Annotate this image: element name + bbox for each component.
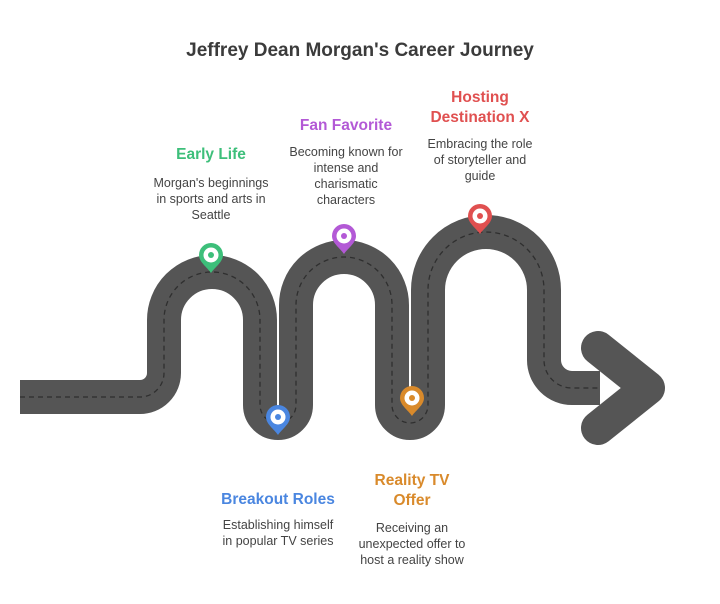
fan-favorite-marker [332,224,356,254]
milestone-description-early-life: Morgan's beginnings in sports and arts i… [153,176,269,222]
breakout-roles-marker [266,405,290,435]
road-arrow-head [581,331,665,445]
milestone-description-fan-favorite: Becoming known for intense and charismat… [289,145,403,207]
reality-tv-offer-marker [400,386,424,416]
road-path [20,215,600,440]
page-title: Jeffrey Dean Morgan's Career Journey [186,40,534,61]
milestone-description-breakout-roles: Establishing himself in popular TV serie… [222,518,334,548]
early-life-marker [199,243,223,273]
hosting-destination-x-marker [468,204,492,234]
road-lane-markings [20,231,600,424]
milestone-description-hosting-destination-x: Embracing the role of storyteller and gu… [427,137,533,183]
milestone-title-fan-favorite: Fan Favorite [299,117,393,134]
milestone-title-early-life: Early Life [176,146,246,163]
milestone-title-breakout-roles: Breakout Roles [221,491,335,508]
milestone-title-reality-tv-offer: Reality TV Offer [374,472,450,509]
milestone-description-reality-tv-offer: Receiving an unexpected offer to host a … [358,521,466,567]
milestone-title-hosting-destination-x: Hosting Destination X [430,89,530,126]
